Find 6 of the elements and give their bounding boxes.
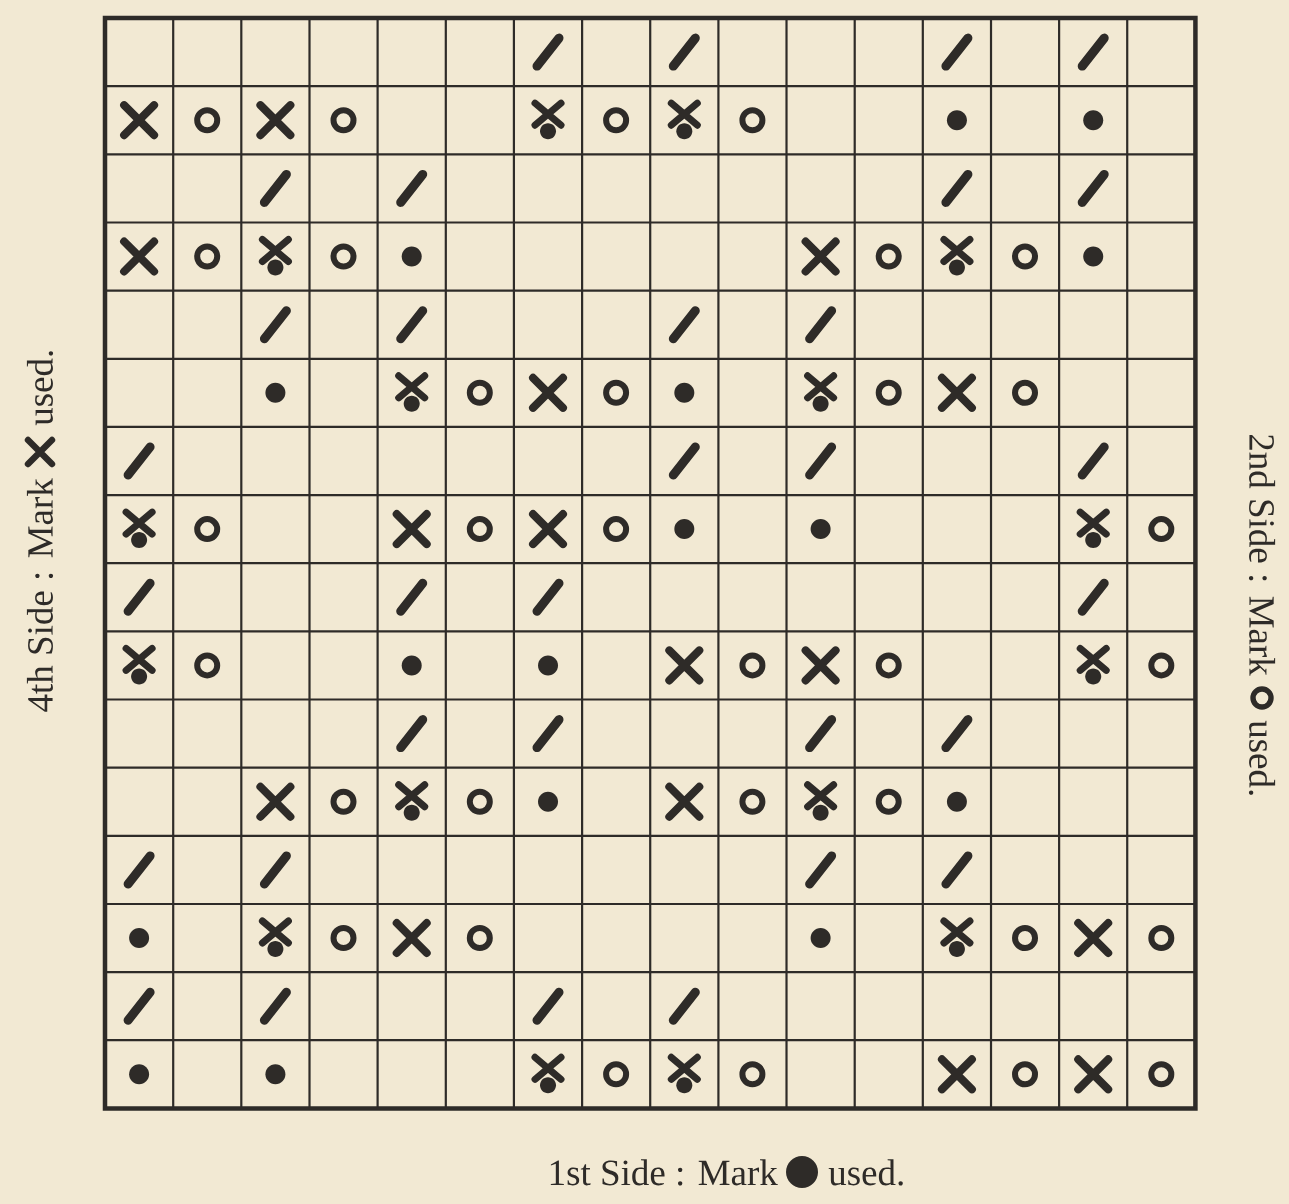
side-label: 2nd Side : Mark [1248,434,1276,676]
side-label: used. [26,351,54,426]
side-label: used. [828,1159,903,1186]
side-label: used. [1248,720,1276,795]
side-label: 1st Side : Mark [550,1159,778,1186]
side-label: 4th Side : Mark [26,478,54,712]
